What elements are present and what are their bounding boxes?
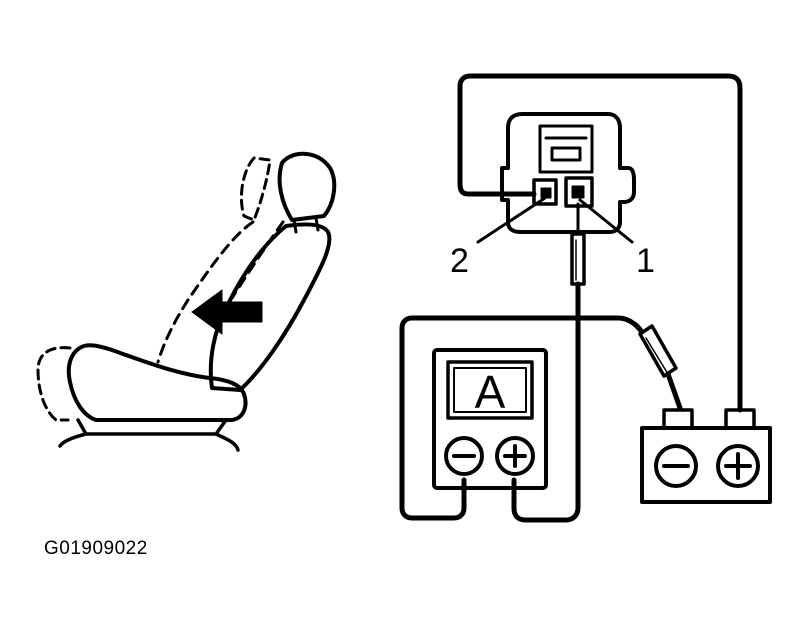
seat-rail — [58, 418, 240, 452]
minus-icon — [444, 436, 484, 476]
ammeter-display — [446, 360, 534, 420]
ammeter — [432, 348, 548, 490]
battery-clip — [638, 324, 683, 411]
connector-latch — [538, 124, 594, 174]
wire-terminal2-to-battery-plus — [457, 73, 743, 413]
seat-illustration — [36, 151, 337, 452]
seat-cushion-ghost — [36, 346, 72, 422]
seat-headrest — [277, 151, 337, 222]
battery-terminal-minus-post — [662, 408, 694, 430]
seat-headrest-ghost — [239, 156, 272, 222]
figure-code: G01909022 — [44, 538, 148, 559]
arrow-left-icon — [191, 289, 263, 335]
battery-terminal-plus-post — [724, 408, 756, 430]
connector-body — [500, 112, 636, 234]
seat-back-ghost — [156, 220, 255, 364]
plus-icon — [495, 436, 535, 476]
battery — [640, 408, 772, 504]
seat-backrest — [208, 222, 332, 392]
wire-probe-to-meter-plus — [511, 281, 581, 523]
seat-cushion — [66, 343, 248, 422]
connector — [500, 112, 636, 234]
terminal-1-label: 1 — [636, 242, 655, 280]
ammeter-letter: A — [475, 366, 506, 418]
ammeter-body — [432, 348, 548, 490]
leader-terminal-1 — [578, 198, 634, 244]
test-probe — [570, 202, 586, 286]
minus-icon — [654, 444, 698, 488]
leader-terminal-2 — [476, 196, 547, 244]
plus-icon — [716, 444, 760, 488]
terminal-2-label: 2 — [450, 242, 469, 280]
battery-body — [640, 426, 772, 504]
wire-meter-minus-to-battery-minus — [399, 315, 645, 521]
